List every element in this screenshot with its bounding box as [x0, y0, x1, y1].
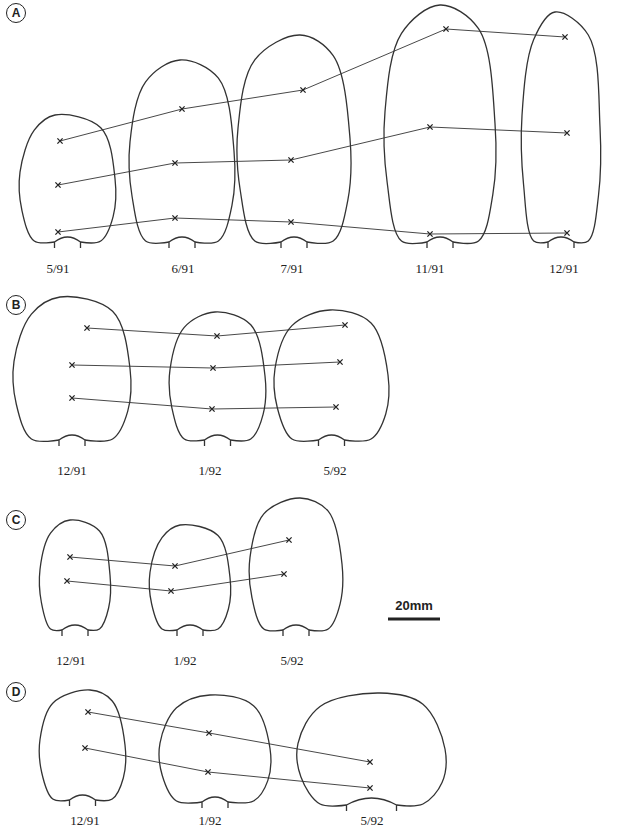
x-mark	[300, 87, 305, 92]
stalk-notch	[548, 237, 574, 248]
x-mark	[69, 395, 74, 400]
panel-letter-circle: D	[6, 682, 26, 702]
growth-line	[72, 398, 336, 409]
x-mark	[206, 730, 211, 735]
x-mark	[367, 759, 372, 764]
date-label: 1/92	[197, 814, 222, 827]
panel-letter-circle: A	[6, 3, 26, 23]
fruit-outline	[39, 690, 126, 801]
stalk-notch	[59, 435, 85, 446]
fruit-outline	[297, 693, 446, 806]
x-mark	[564, 230, 569, 235]
date-label: 5/92	[279, 654, 304, 667]
x-mark	[64, 578, 69, 583]
scale-label: 20mm	[394, 599, 434, 612]
x-mark	[67, 554, 72, 559]
stalk-notch	[281, 237, 307, 248]
x-mark	[333, 404, 338, 409]
x-mark	[337, 359, 342, 364]
x-mark	[69, 362, 74, 367]
x-mark	[288, 157, 293, 162]
growth-line	[88, 712, 370, 762]
stalk-notch	[202, 797, 228, 808]
date-label: 5/92	[359, 814, 384, 827]
date-label: 12/91	[69, 814, 101, 827]
date-label: 11/91	[414, 262, 445, 275]
fruit-outline	[19, 114, 116, 242]
fruit-outline	[521, 12, 600, 243]
x-mark	[286, 537, 291, 542]
fruit-outline	[129, 60, 235, 243]
fruit-outline	[159, 695, 271, 803]
x-mark	[427, 124, 432, 129]
growth-line	[70, 540, 289, 566]
x-mark	[84, 325, 89, 330]
stalk-notch	[283, 625, 309, 636]
growth-line	[58, 127, 567, 185]
x-mark	[342, 322, 347, 327]
fruit-outline	[384, 5, 496, 244]
date-label: 1/92	[197, 464, 222, 477]
x-mark	[172, 215, 177, 220]
growth-line	[85, 748, 370, 788]
x-mark	[210, 365, 215, 370]
stalk-notch	[169, 237, 195, 248]
x-mark	[443, 26, 448, 31]
panel-letter: C	[12, 514, 21, 526]
date-label: 5/92	[322, 464, 347, 477]
fruit-outline	[149, 525, 230, 631]
date-label: 12/91	[56, 464, 88, 477]
growth-line	[58, 218, 567, 234]
x-mark	[367, 785, 372, 790]
x-mark	[82, 745, 87, 750]
date-label: 12/91	[55, 654, 87, 667]
date-label: 1/92	[172, 654, 197, 667]
growth-line	[72, 362, 340, 368]
x-mark	[55, 182, 60, 187]
x-mark	[85, 709, 90, 714]
x-mark	[168, 588, 173, 593]
x-mark	[205, 769, 210, 774]
outline-group	[13, 5, 601, 811]
stalk-notch	[62, 625, 88, 636]
stalk-notch	[177, 625, 203, 636]
x-mark	[57, 138, 62, 143]
x-mark	[562, 34, 567, 39]
fruit-outline	[13, 297, 131, 442]
growth-line	[60, 29, 565, 141]
x-mark	[288, 219, 293, 224]
stalk-notch	[55, 237, 81, 248]
date-label: 6/91	[170, 262, 195, 275]
stalk-notch	[427, 237, 453, 248]
stalk-notch	[70, 795, 96, 806]
panel-letter: A	[12, 7, 21, 19]
x-mark	[179, 106, 184, 111]
x-mark	[281, 571, 286, 576]
scale-bar	[388, 618, 440, 621]
panel-letter: B	[12, 299, 21, 311]
x-mark	[427, 231, 432, 236]
growth-line	[67, 574, 284, 591]
x-mark	[209, 406, 214, 411]
stalk-notch	[205, 435, 231, 446]
stalk-notch	[319, 435, 345, 446]
fruit-outline	[39, 520, 110, 631]
x-mark	[214, 333, 219, 338]
date-label: 7/91	[279, 262, 304, 275]
fruit-outline	[169, 312, 266, 441]
panel-letter-circle: B	[6, 295, 26, 315]
x-mark	[564, 130, 569, 135]
x-mark	[172, 160, 177, 165]
date-label: 12/91	[548, 262, 580, 275]
fruit-outline	[237, 35, 351, 244]
panel-letter: D	[12, 686, 21, 698]
stalk-notch	[347, 798, 397, 811]
date-label: 5/91	[45, 262, 70, 275]
panel-letter-circle: C	[6, 510, 26, 530]
x-mark	[172, 563, 177, 568]
x-mark	[55, 229, 60, 234]
fruit-outline	[249, 498, 343, 631]
